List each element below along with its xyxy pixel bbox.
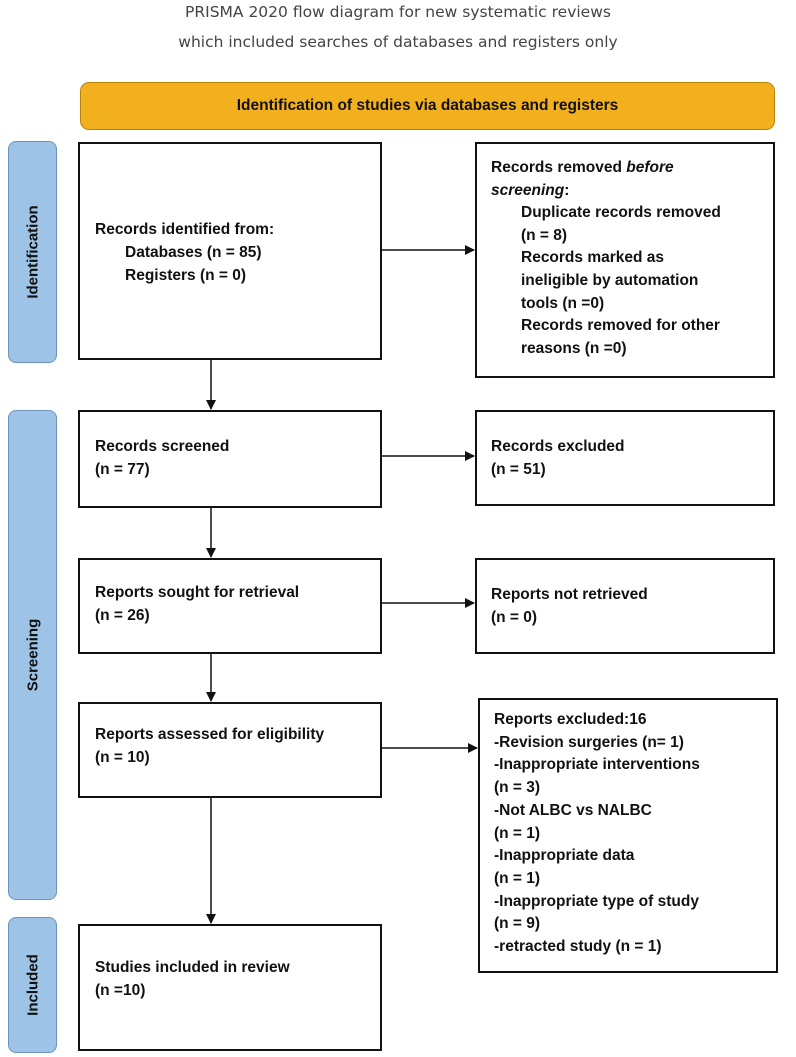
identification-header-band: Identification of studies via databases …	[80, 82, 775, 130]
diagram-title-line-1: PRISMA 2020 flow diagram for new systema…	[185, 3, 611, 21]
other-removed-line-2: reasons (n =0)	[521, 339, 627, 357]
phase-screening: Screening	[8, 410, 57, 900]
reports-assessed-box: Reports assessed for eligibility (n = 10…	[78, 702, 382, 798]
records-screened-count: (n = 77)	[95, 461, 150, 478]
records-excluded-box: Records excluded (n = 51)	[475, 410, 775, 506]
reports-excluded-reason: -retracted study (n = 1)	[494, 938, 662, 956]
records-identified-box: Records identified from: Databases (n = …	[78, 142, 382, 360]
reports-excluded-reason: -Inappropriate data	[494, 847, 635, 865]
phase-identification: Identification	[8, 141, 57, 363]
records-screened-label: Records screened	[95, 438, 230, 455]
diagram-title-line-2: which included searches of databases and…	[178, 33, 618, 51]
records-excluded-label: Records excluded	[491, 438, 625, 455]
studies-included-count: (n =10)	[95, 982, 146, 999]
reports-not-retrieved-label: Reports not retrieved	[491, 586, 648, 603]
studies-included-box: Studies included in review (n =10)	[78, 924, 382, 1051]
other-removed-line-1: Records removed for other	[521, 317, 720, 335]
reports-excluded-reason: (n = 9)	[494, 915, 541, 933]
automation-ineligible-line-1: Records marked as	[521, 249, 665, 267]
reports-excluded-reason: -Inappropriate type of study	[494, 892, 699, 910]
reports-excluded-box: Reports excluded:16 -Revision surgeries …	[478, 698, 778, 973]
reports-assessed-count: (n = 10)	[95, 749, 150, 766]
records-identified-databases: Databases (n = 85)	[125, 244, 262, 261]
automation-ineligible-line-3: tools (n =0)	[521, 294, 605, 312]
automation-ineligible-line-2: ineligible by automation	[521, 271, 699, 289]
duplicate-removed: Duplicate records removed	[521, 204, 721, 222]
records-removed-box: Records removed before screening: Duplic…	[475, 142, 775, 378]
reports-excluded-reason: (n = 1)	[494, 824, 541, 842]
records-identified-heading: Records identified from:	[95, 221, 275, 238]
records-excluded-count: (n = 51)	[491, 461, 546, 478]
reports-sought-label: Reports sought for retrieval	[95, 584, 300, 601]
reports-not-retrieved-box: Reports not retrieved (n = 0)	[475, 558, 775, 654]
reports-sought-count: (n = 26)	[95, 607, 150, 624]
identification-header-label: Identification of studies via databases …	[236, 97, 619, 114]
duplicate-removed-count: (n = 8)	[521, 226, 568, 244]
records-identified-registers: Registers (n = 0)	[125, 267, 247, 284]
records-removed-heading: Records removed before	[491, 159, 674, 176]
reports-excluded-reason: (n = 3)	[494, 779, 541, 797]
reports-excluded-heading: Reports excluded:16	[494, 711, 647, 728]
reports-excluded-reason: (n = 1)	[494, 869, 541, 887]
reports-excluded-reason: -Not ALBC vs NALBC	[494, 801, 652, 819]
reports-assessed-label: Reports assessed for eligibility	[95, 726, 325, 743]
records-screened-box: Records screened (n = 77)	[78, 410, 382, 508]
phase-included: Included	[8, 917, 57, 1053]
reports-sought-box: Reports sought for retrieval (n = 26)	[78, 558, 382, 654]
reports-excluded-reason: -Inappropriate interventions	[494, 756, 700, 774]
reports-excluded-reason: -Revision surgeries (n= 1)	[494, 733, 684, 751]
studies-included-label: Studies included in review	[95, 959, 290, 976]
reports-not-retrieved-count: (n = 0)	[491, 609, 538, 626]
